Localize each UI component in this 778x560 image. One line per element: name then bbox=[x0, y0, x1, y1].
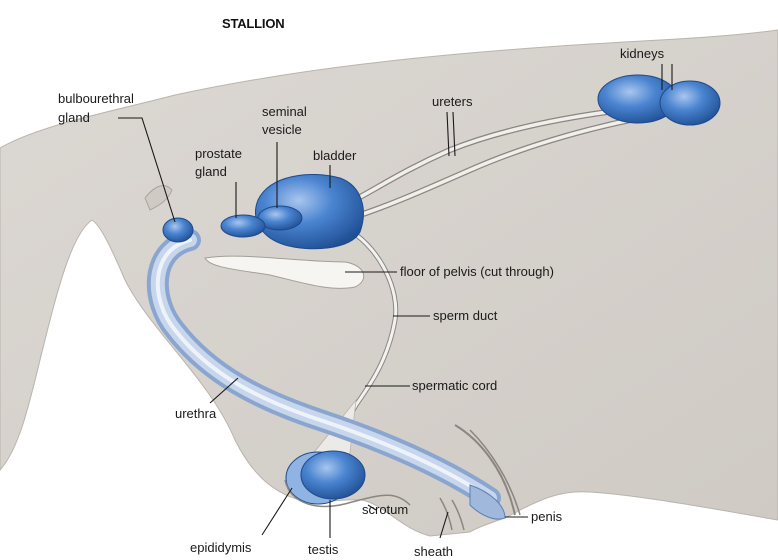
kidney-right bbox=[660, 81, 720, 125]
leader-epididymis bbox=[262, 488, 292, 535]
label-bladder: bladder bbox=[313, 148, 357, 163]
bulbourethral-gland-organ bbox=[163, 218, 193, 242]
label-scrotum: scrotum bbox=[362, 502, 408, 517]
diagram-title: STALLION bbox=[222, 16, 284, 31]
label-sperm-duct: sperm duct bbox=[433, 308, 498, 323]
label-prostate-line1: prostate bbox=[195, 146, 242, 161]
label-sheath: sheath bbox=[414, 544, 453, 559]
label-ureters: ureters bbox=[432, 94, 473, 109]
label-bulbourethral-line2: gland bbox=[58, 110, 90, 125]
label-prostate-line2: gland bbox=[195, 164, 227, 179]
label-testis: testis bbox=[308, 542, 339, 557]
label-spermatic-cord: spermatic cord bbox=[412, 378, 497, 393]
label-seminal-line1: seminal bbox=[262, 104, 307, 119]
label-seminal-line2: vesicle bbox=[262, 122, 302, 137]
prostate-gland-organ bbox=[221, 215, 265, 237]
label-bulbourethral-line1: bulbourethral bbox=[58, 91, 134, 106]
label-kidneys: kidneys bbox=[620, 46, 665, 61]
label-penis: penis bbox=[531, 509, 563, 524]
label-epididymis: epididymis bbox=[190, 540, 252, 555]
label-floor-of-pelvis: floor of pelvis (cut through) bbox=[400, 264, 554, 279]
label-urethra: urethra bbox=[175, 406, 217, 421]
testis-organ bbox=[301, 451, 365, 499]
